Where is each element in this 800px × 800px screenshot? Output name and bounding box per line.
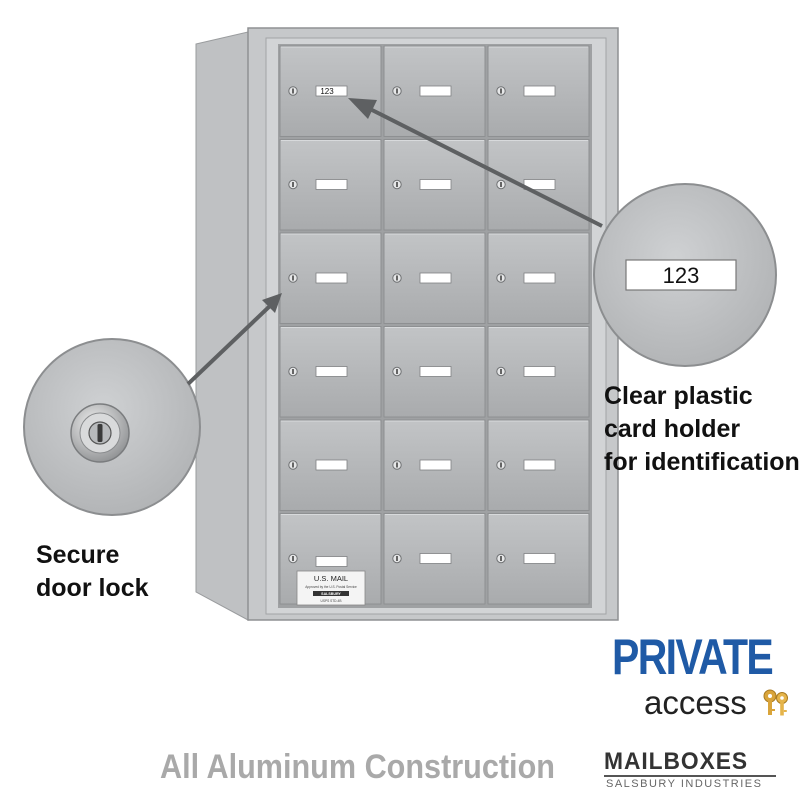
zoom-card-holder <box>625 259 737 291</box>
keys-icon <box>763 689 788 716</box>
door-card-holder <box>523 459 556 471</box>
card-zoom-circle: 123 <box>593 183 777 367</box>
mail-plate-brand: SALSBURY <box>321 592 341 596</box>
mail-plate-title: U.S. MAIL <box>314 574 348 583</box>
door-card-holder <box>419 179 452 190</box>
private-logo-sub: access <box>644 684 747 721</box>
card-arrow-head <box>348 98 377 119</box>
door-card-holder <box>523 366 556 377</box>
door-card-holder <box>315 85 348 97</box>
door-card-holder <box>419 553 452 564</box>
door-card-holder <box>315 366 348 377</box>
brand-sub: SALSBURY INDUSTRIES <box>606 778 763 790</box>
mailbox-door <box>487 513 590 605</box>
mailbox-door <box>487 139 590 231</box>
mailbox-door <box>383 45 486 137</box>
zoom-card-label: 123 <box>663 263 700 288</box>
brand-name: MAILBOXES <box>604 748 749 775</box>
door-card-holder <box>419 272 452 284</box>
cabinet-side-panel <box>195 31 249 621</box>
door-card-holder <box>419 366 452 377</box>
card-arrow <box>371 108 603 228</box>
mailbox-door <box>487 419 590 511</box>
door-card-holder <box>315 459 348 471</box>
door-card-holder <box>315 272 348 284</box>
mailboxes-brand-logo: MAILBOXES SALSBURY INDUSTRIES <box>604 748 784 794</box>
mailbox-door <box>279 139 382 231</box>
mailbox-door <box>487 232 590 324</box>
card-callout: Clear plastic card holder for identifica… <box>604 380 800 479</box>
mail-plate-line1: Approved by the U.S. Postal Service <box>305 585 357 589</box>
mailbox-door <box>279 326 382 418</box>
pointer-arrows <box>186 98 603 386</box>
door-card-holder <box>523 553 556 564</box>
door-card-holder <box>419 459 452 471</box>
mailbox-door <box>383 419 486 511</box>
mailbox-door <box>279 419 382 511</box>
mailbox-door <box>279 232 382 324</box>
footer-caption: All Aluminum Construction <box>160 748 555 786</box>
lock-callout-line: door lock <box>36 574 149 602</box>
mailbox-door <box>383 326 486 418</box>
door-card-holder <box>523 85 556 97</box>
private-access-logo: PRIVATE access <box>612 630 797 725</box>
door-card-holder <box>523 272 556 284</box>
door-card-holder <box>419 85 452 97</box>
mailbox-door: 123 <box>279 45 382 137</box>
lock-arrow-head <box>262 293 282 313</box>
mailbox-door <box>487 45 590 137</box>
lock-callout-line: Secure <box>36 541 120 569</box>
door-card-label: 123 <box>320 87 334 96</box>
lock-zoom-circle <box>23 338 201 516</box>
card-callout-line: Clear plastic <box>604 382 753 410</box>
door-card-holder <box>315 179 348 190</box>
card-callout-line: card holder <box>604 415 741 443</box>
private-logo-word: PRIVATE <box>612 629 774 685</box>
lock-callout: Secure door lock <box>36 539 196 605</box>
mailbox-door <box>383 139 486 231</box>
brand-rule <box>604 775 776 777</box>
door-grid: 123 <box>279 45 590 605</box>
card-callout-line: for identification <box>604 448 800 476</box>
mailbox-door <box>487 326 590 418</box>
mailbox-door <box>383 513 486 605</box>
mail-plate-line2: USPS STD-4B <box>321 599 342 603</box>
lock-arrow <box>186 302 274 386</box>
mailbox-door <box>383 232 486 324</box>
us-mail-plate: U.S. MAIL Approved by the U.S. Postal Se… <box>296 570 366 606</box>
door-card-holder <box>315 556 348 567</box>
